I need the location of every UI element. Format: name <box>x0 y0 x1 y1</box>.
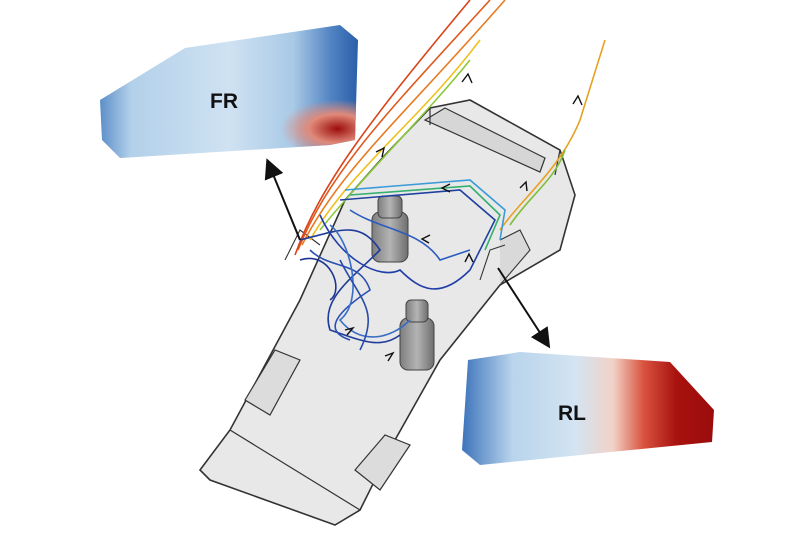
fr-pointer-arrow <box>264 158 301 241</box>
rl-pointer-arrow <box>497 267 551 349</box>
flow-direction-arrows <box>344 72 583 362</box>
car-cabin-model <box>198 99 576 526</box>
rear-left-pressure-map: RL <box>462 352 714 465</box>
occupant-rear <box>399 299 435 371</box>
fr-label: FR <box>210 90 238 113</box>
airflow-streamlines <box>294 0 606 351</box>
rl-label: RL <box>558 402 586 425</box>
front-right-pressure-map: FR <box>100 25 358 158</box>
